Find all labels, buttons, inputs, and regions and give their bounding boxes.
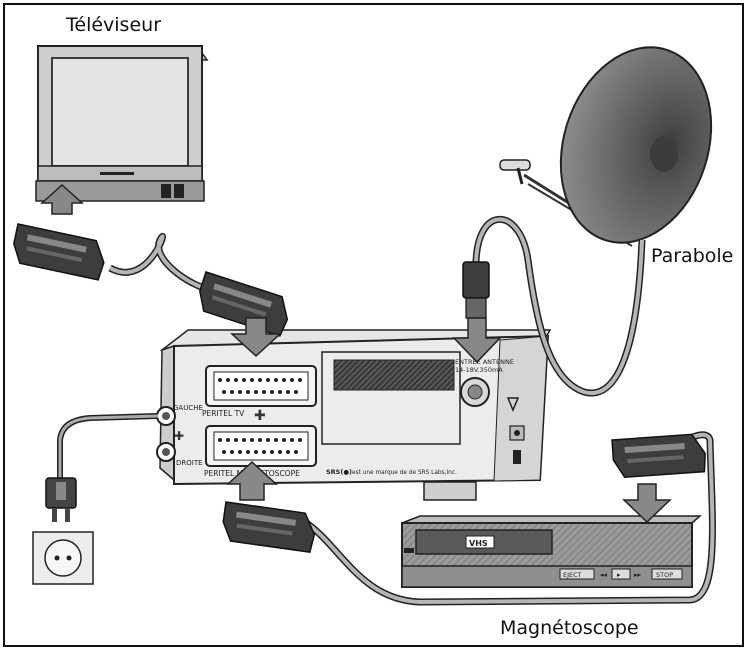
arrow-receiver-vcr (226, 460, 278, 501)
satellite-receiver: ✚ ✚ PERITEL TV PERITEL MAGNETOSCOPE GAUC… (156, 329, 552, 501)
power-plug (45, 413, 159, 522)
vcr-label: Magnétoscope (500, 617, 639, 639)
television-label: Téléviseur (66, 14, 161, 36)
scart-plug-receiver-vcr (222, 501, 316, 553)
tv-scart-cable (108, 233, 216, 294)
dish-label: Parabole (651, 245, 734, 267)
srs-logo: SRS(●) (326, 468, 352, 476)
peritel-tv-label: PERITEL TV (202, 409, 245, 418)
srs-trademark-note: est une marque de de SRS Labs,Inc. (352, 470, 457, 476)
arrow-vcr (622, 483, 672, 524)
antenna-input-label: ENTREE ANTENNE (455, 358, 514, 366)
antenna-plug (462, 261, 490, 319)
svg-text:✚: ✚ (254, 408, 266, 424)
eject-button-label: EJECT (563, 571, 582, 579)
gauche-label: GAUCHE (173, 404, 203, 412)
television (35, 45, 209, 202)
play-icon: ▸ (617, 571, 621, 579)
arrow-receiver-tv (230, 317, 282, 358)
diagram-frame (3, 3, 744, 647)
stop-button-label: STOP (656, 571, 673, 579)
arrow-antenna (452, 317, 502, 364)
vhs-logo: VHS (469, 539, 488, 548)
forward-icon: ▸▸ (634, 571, 642, 579)
antenna-power-label: 14-18V.350mA (455, 366, 503, 374)
wall-socket (32, 531, 94, 585)
satellite-dish (499, 46, 713, 247)
rewind-icon: ◂◂ (600, 571, 608, 579)
arrow-tv (40, 183, 84, 215)
droite-label: DROITE (176, 459, 203, 467)
scart-plug-receiver-tv (199, 271, 289, 337)
scart-plug-tv-end (13, 223, 105, 281)
scart-plug-vcr-end (611, 433, 706, 478)
svg-text:✚: ✚ (174, 429, 184, 443)
vcr: VHS EJECT ◂◂ ▸ ▸▸ STOP (401, 515, 702, 588)
